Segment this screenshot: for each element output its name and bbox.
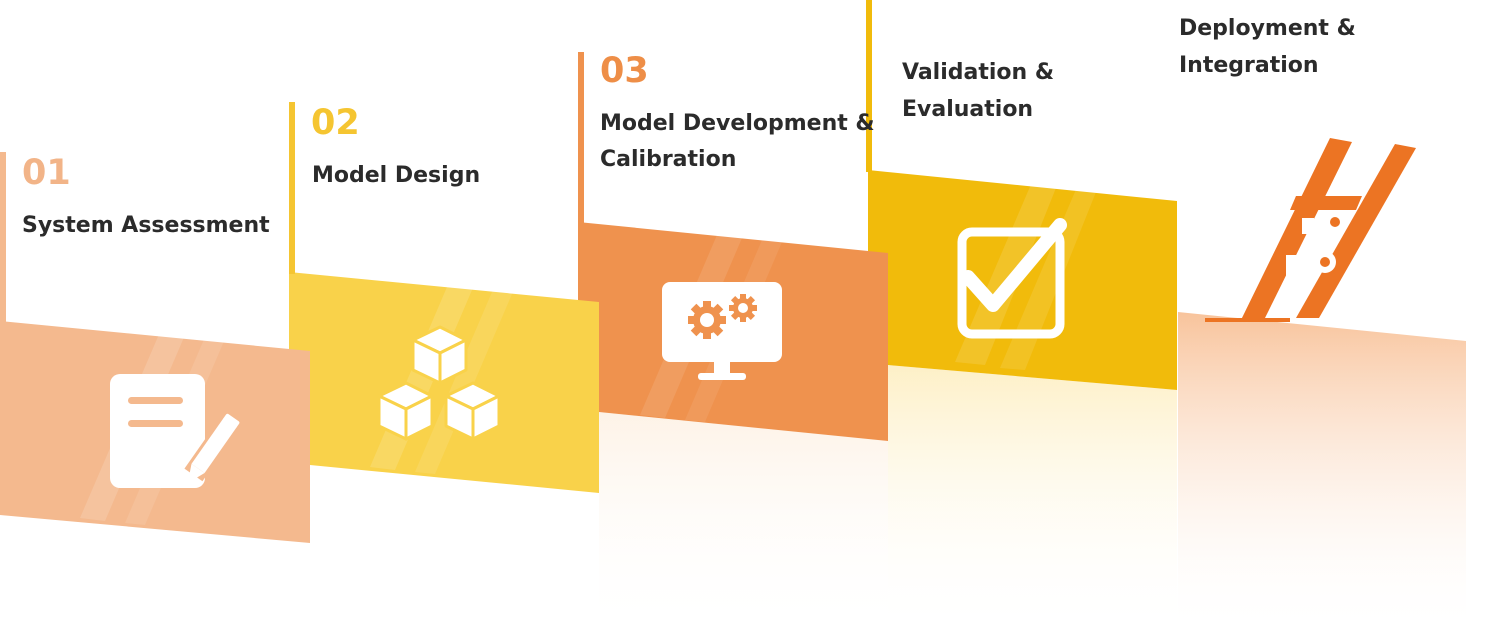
checkbox-icon: [957, 218, 1067, 339]
step-4-panel: [868, 170, 1177, 633]
step-2-number: 02: [311, 103, 360, 143]
step-1-accent-line: [0, 152, 6, 322]
step-4-accent-line: [866, 0, 872, 172]
step-3-number: 03: [600, 51, 649, 91]
step-3-title: Model Development & Calibration: [600, 111, 875, 172]
step-3-accent-line: [578, 52, 584, 224]
monitor-gears-icon: [662, 282, 782, 380]
step-2-accent-line: [289, 102, 295, 274]
integration-icon: [1205, 138, 1416, 322]
step-5-panel: [1178, 312, 1466, 633]
step-1-title: System Assessment: [22, 213, 270, 238]
step-2-title: Model Design: [312, 163, 481, 188]
cubes-icon: [377, 325, 501, 441]
step-5-title: Deployment & Integration: [1179, 16, 1356, 78]
document-edit-icon: [110, 374, 243, 488]
step-4-title: Validation & Evaluation: [902, 60, 1055, 122]
step-1-number: 01: [22, 153, 71, 193]
